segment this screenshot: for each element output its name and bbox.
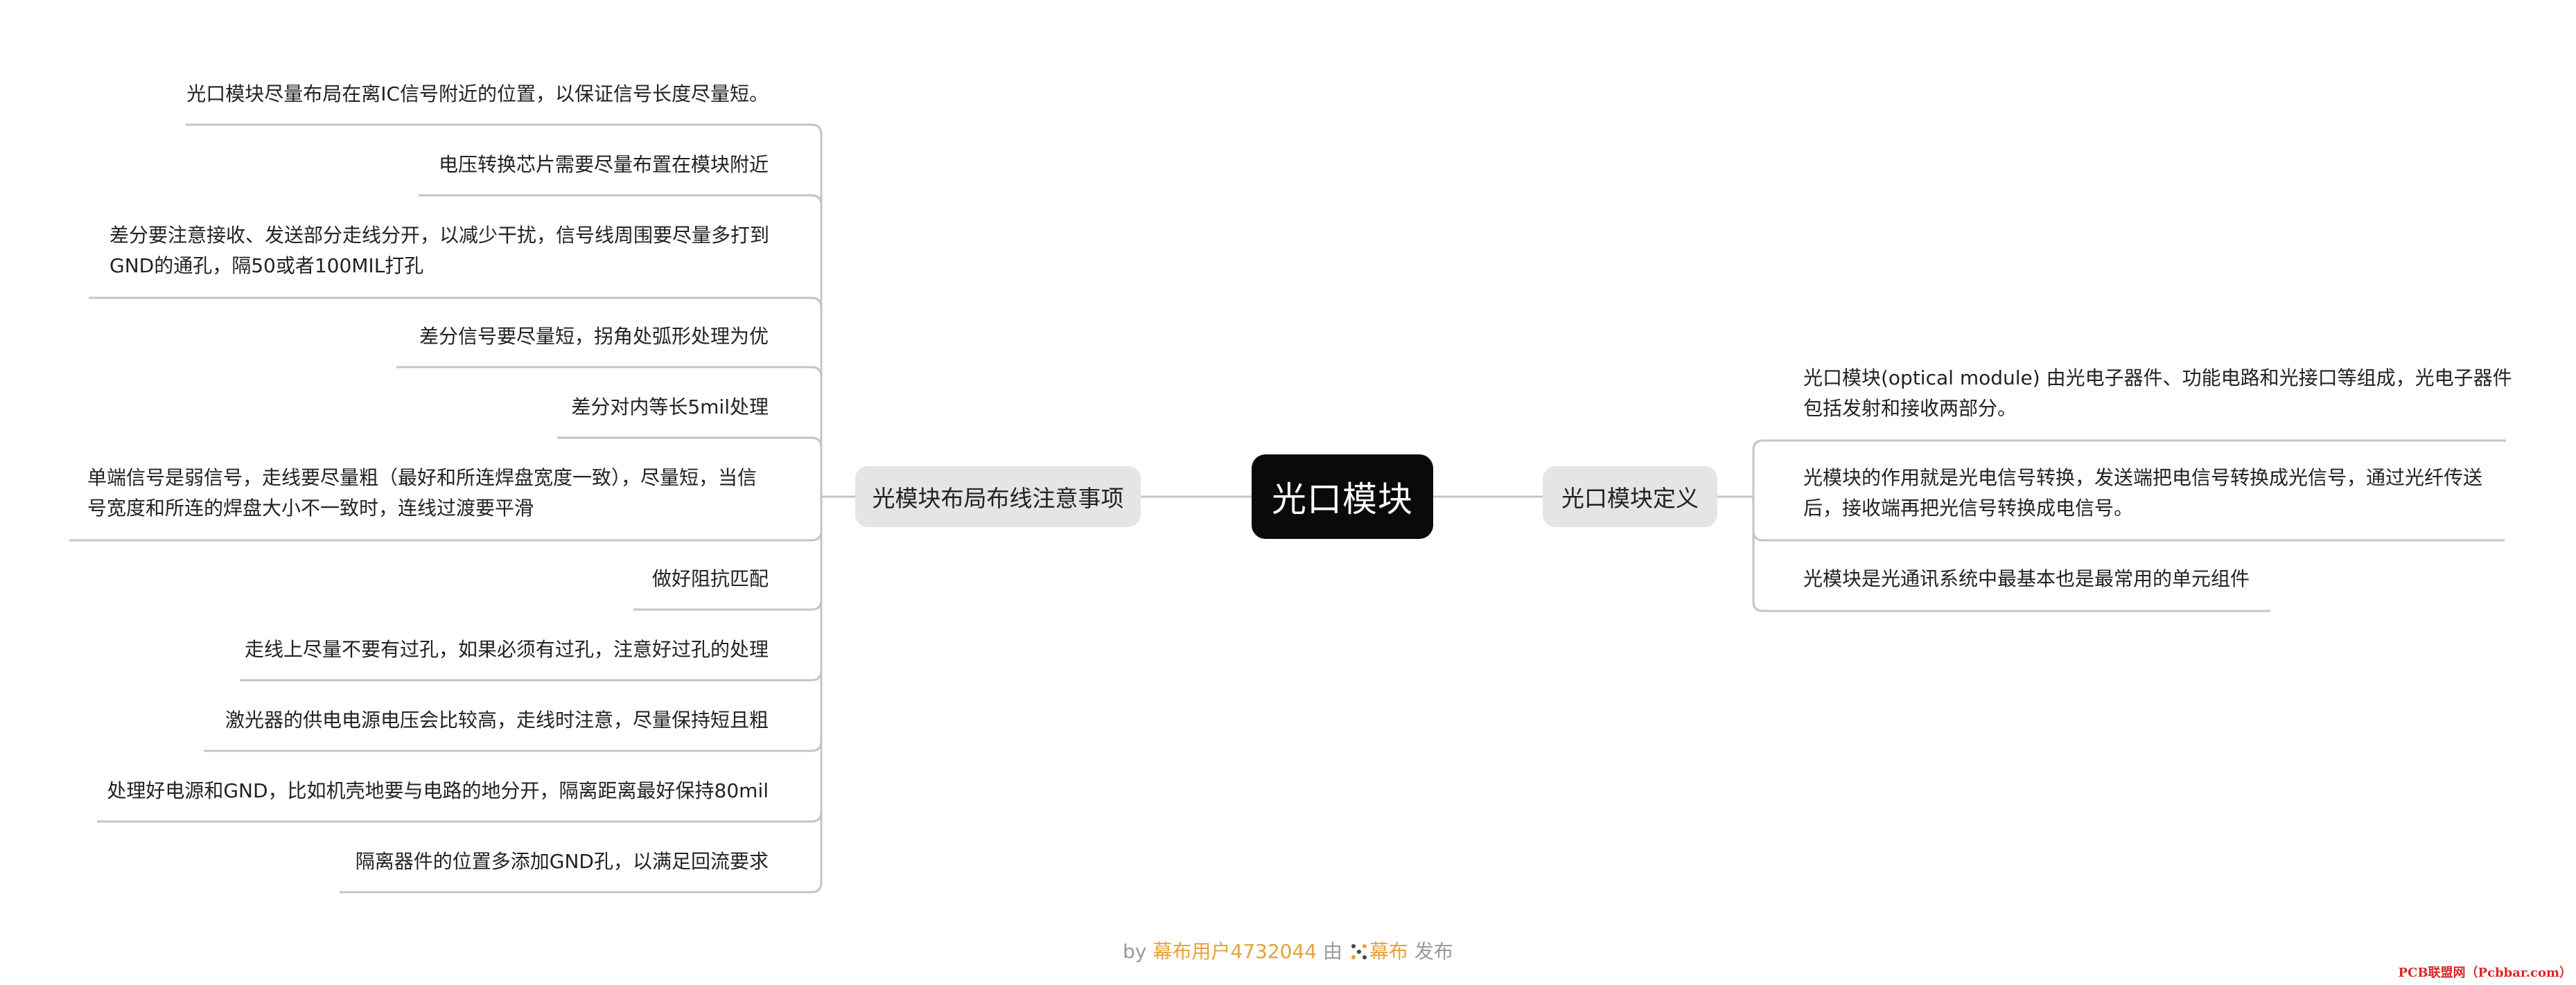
leaf-line: 光模块的作用就是光电信号转换，发送端把电信号转换成光信号，通过光纤传送 — [1803, 466, 2483, 489]
leaf-node-definition-3[interactable]: 光模块是光通讯系统中最基本也是最常用的单元组件 — [1803, 564, 2250, 594]
leaf-node-layout-6[interactable]: 单端信号是弱信号，走线要尽量粗（最好和所连焊盘宽度一致），尽量短，当信 号宽度和… — [87, 463, 757, 524]
leaf-node-layout-4[interactable]: 差分信号要尽量短，拐角处弧形处理为优 — [419, 321, 769, 352]
leaf-node-layout-10[interactable]: 处理好电源和GND，比如机壳地要与电路的地分开，隔离距离最好保持80mil — [107, 776, 769, 806]
branch-node-layout-notes[interactable]: 光模块布局布线注意事项 — [855, 466, 1141, 527]
leaf-line: 做好阻抗匹配 — [651, 567, 769, 590]
leaf-node-layout-7[interactable]: 做好阻抗匹配 — [652, 564, 769, 594]
leaf-line: 差分要注意接收、发送部分走线分开，以减少干扰，信号线周围要尽量多打到 — [109, 224, 770, 247]
footer-user-link[interactable]: 幕布用户4732044 — [1153, 940, 1317, 963]
leaf-line: 光口模块尽量布局在离IC信号附近的位置，以保证信号长度尽量短。 — [186, 82, 769, 105]
footer-brand-link[interactable]: 幕布 — [1369, 940, 1408, 963]
leaf-line: 光口模块(optical module) 由光电子器件、功能电路和光接口等组成，… — [1803, 366, 2512, 389]
leaf-node-layout-2[interactable]: 电压转换芯片需要尽量布置在模块附近 — [439, 150, 769, 180]
leaf-line: 光模块是光通讯系统中最基本也是最常用的单元组件 — [1803, 567, 2250, 590]
leaf-node-layout-8[interactable]: 走线上尽量不要有过孔，如果必须有过孔，注意好过孔的处理 — [245, 635, 769, 665]
leaf-line: 走线上尽量不要有过孔，如果必须有过孔，注意好过孔的处理 — [244, 638, 769, 661]
branch-node-definition[interactable]: 光口模块定义 — [1543, 466, 1717, 527]
mubu-logo-icon — [1351, 944, 1367, 959]
leaf-node-layout-11[interactable]: 隔离器件的位置多添加GND孔，以满足回流要求 — [356, 846, 769, 877]
footer-via: 由 — [1323, 940, 1343, 963]
leaf-line: GND的通孔，隔50或者100MIL打孔 — [109, 254, 424, 277]
leaf-line: 单端信号是弱信号，走线要尽量粗（最好和所连焊盘宽度一致），尽量短，当信 — [87, 466, 757, 489]
footer-credit: by 幕布用户4732044 由 幕布 发布 — [0, 937, 2576, 964]
leaf-line: 号宽度和所连的焊盘大小不一致时，连线过渡要平滑 — [87, 497, 534, 520]
leaf-node-layout-5[interactable]: 差分对内等长5mil处理 — [571, 392, 769, 423]
root-node[interactable]: 光口模块 — [1252, 454, 1433, 539]
leaf-node-layout-3[interactable]: 差分要注意接收、发送部分走线分开，以减少干扰，信号线周围要尽量多打到 GND的通… — [109, 220, 769, 281]
leaf-line: 激光器的供电电源电压会比较高，走线时注意，尽量保持短且粗 — [225, 709, 769, 731]
leaf-node-layout-1[interactable]: 光口模块尽量布局在离IC信号附近的位置，以保证信号长度尽量短。 — [186, 79, 769, 109]
connector-left-leaf-11 — [340, 497, 823, 894]
leaf-line: 包括发射和接收两部分。 — [1803, 397, 2017, 420]
footer-published: 发布 — [1414, 940, 1453, 963]
leaf-line: 电压转换芯片需要尽量布置在模块附近 — [438, 153, 769, 176]
leaf-line: 隔离器件的位置多添加GND孔，以满足回流要求 — [355, 850, 769, 873]
leaf-line: 差分信号要尽量短，拐角处弧形处理为优 — [419, 325, 769, 348]
leaf-node-definition-1[interactable]: 光口模块(optical module) 由光电子器件、功能电路和光接口等组成，… — [1803, 363, 2512, 424]
leaf-node-layout-9[interactable]: 激光器的供电电源电压会比较高，走线时注意，尽量保持短且粗 — [225, 705, 769, 736]
connector-left-leaf-1 — [186, 123, 823, 497]
leaf-node-definition-2[interactable]: 光模块的作用就是光电信号转换，发送端把电信号转换成光信号，通过光纤传送 后，接收… — [1803, 463, 2482, 524]
leaf-line: 后，接收端再把光信号转换成电信号。 — [1803, 497, 2134, 520]
leaf-line: 处理好电源和GND，比如机壳地要与电路的地分开，隔离距离最好保持80mil — [107, 779, 769, 802]
watermark-text: PCB联盟网（Pcbbar.com） — [2398, 966, 2572, 980]
leaf-line: 差分对内等长5mil处理 — [571, 396, 769, 418]
footer-by: by — [1123, 940, 1147, 963]
